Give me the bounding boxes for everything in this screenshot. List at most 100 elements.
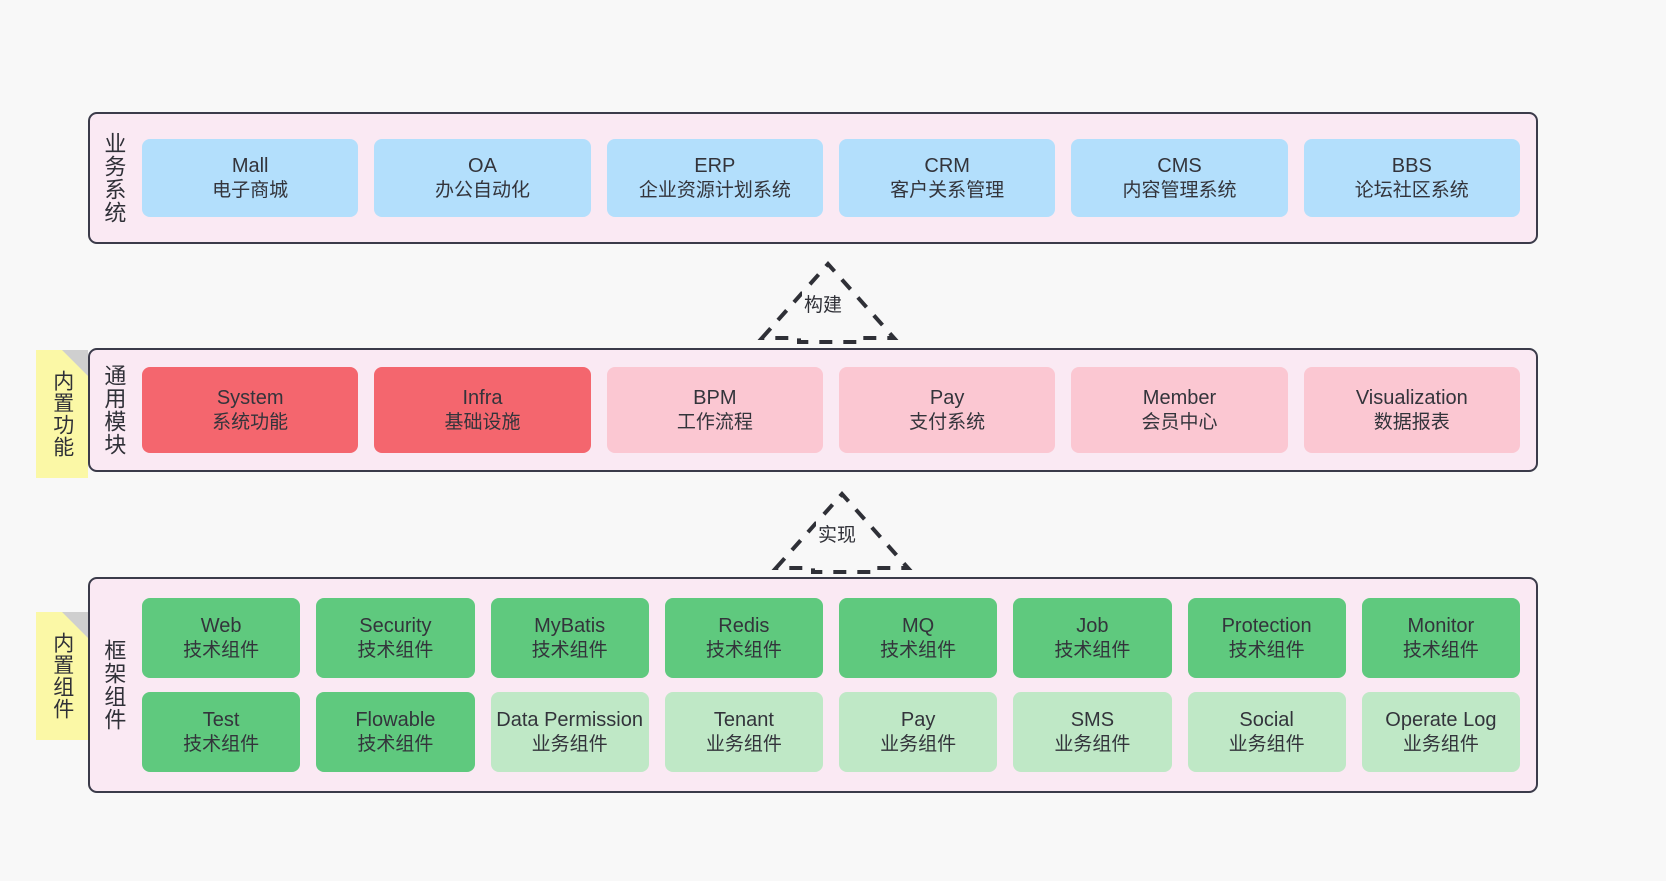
note-builtin-component-label: 内置组件 — [50, 632, 74, 720]
card-title-cn: 技术组件 — [357, 639, 434, 661]
card-title-cn: 业务组件 — [1402, 733, 1479, 755]
card-title-en: Pay — [929, 387, 965, 410]
card-title-cn: 业务组件 — [705, 733, 782, 755]
card-title-en: Social — [1239, 709, 1294, 732]
card-title-cn: 支付系统 — [909, 411, 986, 433]
card-title-en: CRM — [924, 155, 970, 178]
card-title-cn: 技术组件 — [357, 733, 434, 755]
card-title-en: Member — [1142, 387, 1217, 410]
card-title-cn: 论坛社区系统 — [1354, 179, 1469, 201]
card-title-en: Operate Log — [1385, 709, 1497, 732]
card-title-en: MQ — [902, 615, 935, 638]
card-title-en: BPM — [693, 387, 737, 410]
card-title-en: Mall — [231, 155, 269, 178]
card-title-en: Data Permission — [496, 709, 643, 732]
card-title-cn: 业务组件 — [880, 733, 957, 755]
connector-build-label: 构建 — [802, 290, 845, 317]
card-title-cn: 技术组件 — [1054, 639, 1131, 661]
card-title-en: Web — [200, 615, 242, 638]
card-title-en: Test — [202, 709, 240, 732]
card-title-cn: 技术组件 — [1402, 639, 1479, 661]
card-title-en: BBS — [1391, 155, 1432, 178]
card-title-cn: 企业资源计划系统 — [638, 179, 791, 201]
connector-implement-label: 实现 — [816, 520, 859, 547]
connector-build: 构建 — [757, 258, 899, 346]
note-fold-corner-icon — [62, 612, 88, 638]
card-title-cn: 系统功能 — [212, 411, 289, 433]
layer-common-module-title: 通用模块 — [101, 364, 127, 456]
card-title-cn: 数据报表 — [1373, 411, 1450, 433]
card-title-en: MyBatis — [534, 615, 606, 638]
card-title-en: Visualization — [1355, 387, 1468, 410]
card-title-cn: 技术组件 — [183, 733, 260, 755]
note-builtin-component: 内置组件 — [36, 612, 88, 740]
card-title-cn: 客户关系管理 — [890, 179, 1005, 201]
card-title-cn: 内容管理系统 — [1122, 179, 1237, 201]
layer-framework-component-title: 框架组件 — [101, 639, 127, 731]
card-title-cn: 工作流程 — [676, 411, 753, 433]
card-title-cn: 技术组件 — [705, 639, 782, 661]
card-title-en: Flowable — [355, 709, 436, 732]
card-title-en: Protection — [1221, 615, 1312, 638]
card-title-en: Pay — [900, 709, 936, 732]
note-builtin-function-label: 内置功能 — [50, 370, 74, 458]
card-title-cn: 业务组件 — [1054, 733, 1131, 755]
note-fold-corner-icon — [62, 350, 88, 376]
card-title-cn: 会员中心 — [1141, 411, 1218, 433]
card-title-cn: 技术组件 — [880, 639, 957, 661]
card-title-en: System — [216, 387, 284, 410]
card-title-en: Monitor — [1407, 615, 1475, 638]
card-title-en: SMS — [1070, 709, 1115, 732]
card-title-en: Tenant — [713, 709, 774, 732]
card-title-cn: 技术组件 — [1228, 639, 1305, 661]
note-builtin-function: 内置功能 — [36, 350, 88, 478]
layer-business-system-title: 业务系统 — [101, 132, 127, 224]
card-title-en: ERP — [694, 155, 736, 178]
card-title-cn: 业务组件 — [1228, 733, 1305, 755]
card-title-cn: 技术组件 — [183, 639, 260, 661]
card-title-cn: 技术组件 — [531, 639, 608, 661]
card-title-en: Job — [1076, 615, 1109, 638]
card-title-en: OA — [468, 155, 497, 178]
card-title-cn: 电子商城 — [212, 179, 289, 201]
card-title-en: CMS — [1157, 155, 1202, 178]
card-title-en: Redis — [718, 615, 770, 638]
